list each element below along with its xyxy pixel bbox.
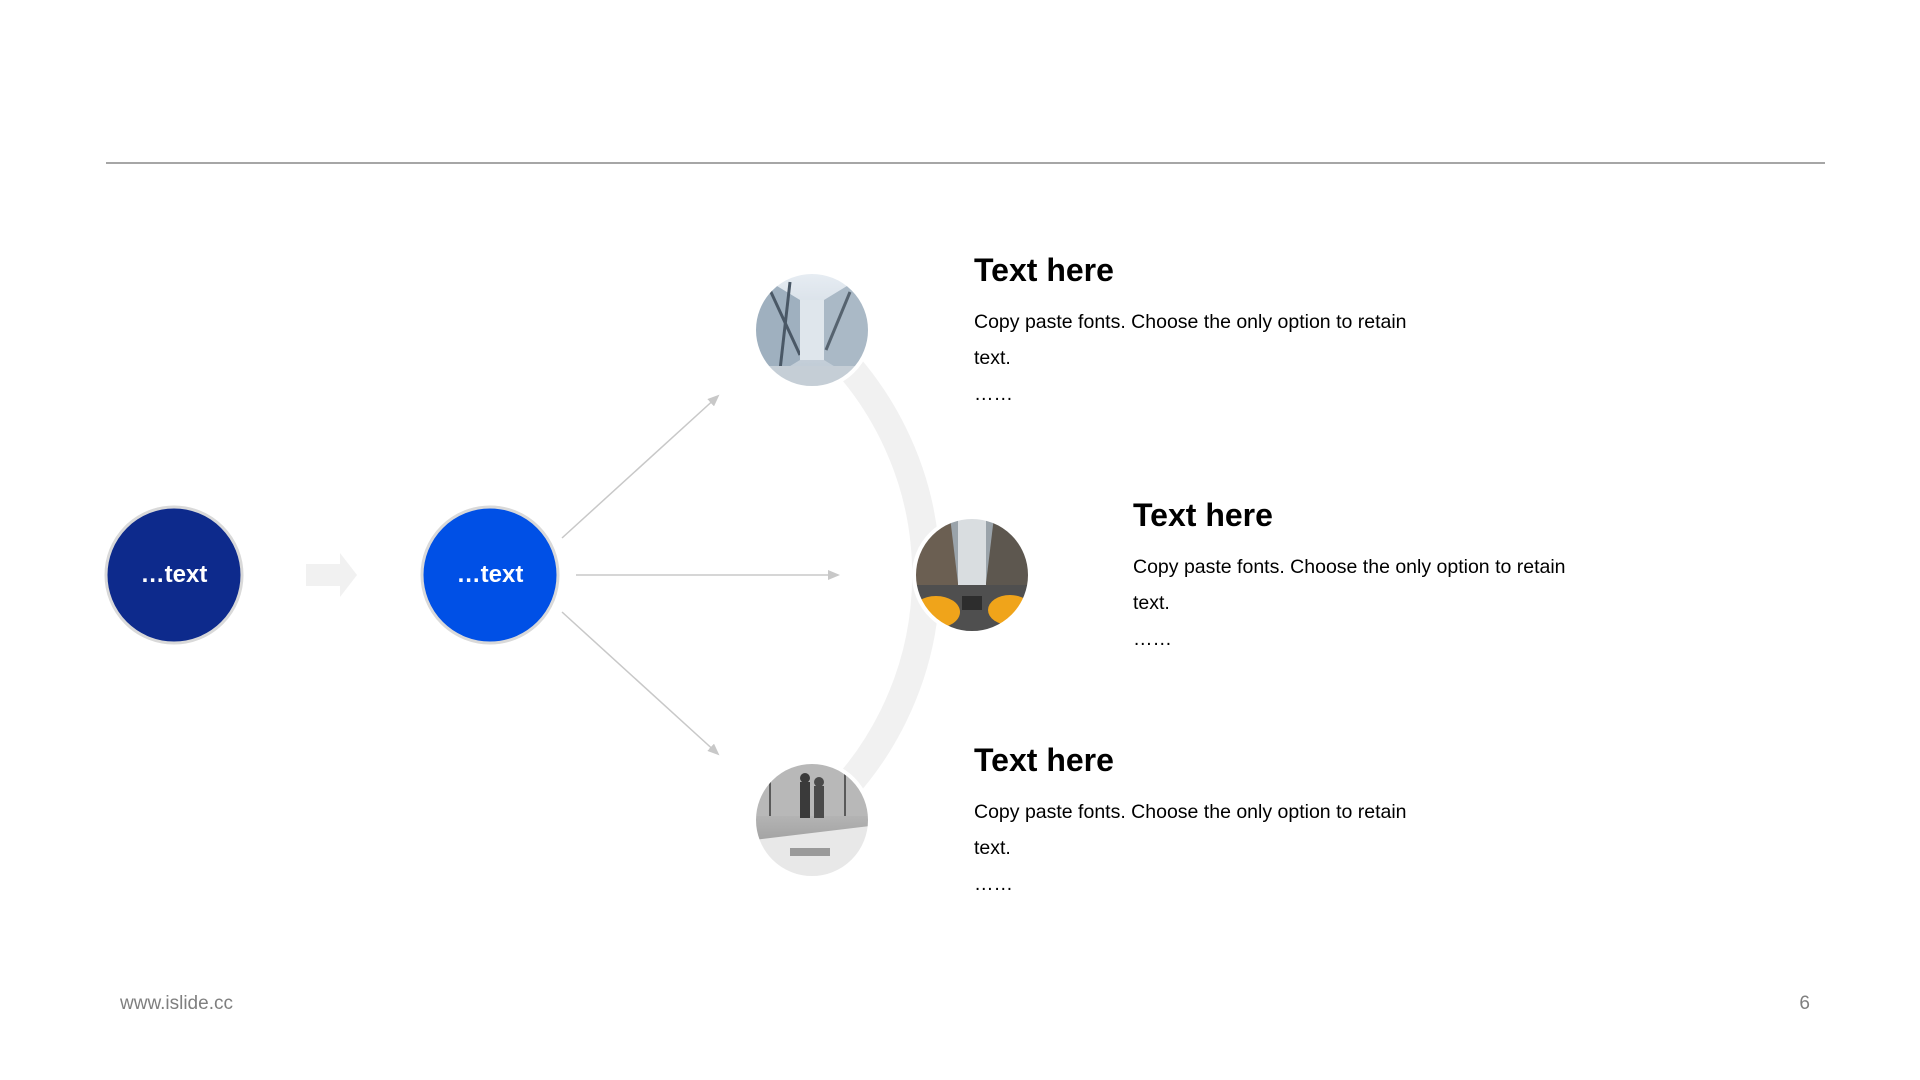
connector-arrow-down: [561, 611, 720, 756]
footer-url[interactable]: www.islide.cc: [120, 993, 233, 1014]
item-body: Copy paste fonts. Choose the only option…: [974, 801, 1407, 859]
item-body: Copy paste fonts. Choose the only option…: [1133, 556, 1566, 614]
item-block-bottom: Text here Copy paste fonts. Choose the o…: [974, 740, 1434, 902]
top-divider: [106, 162, 1825, 164]
start-node-circle: [104, 505, 244, 645]
page-number: 6: [1799, 993, 1810, 1014]
item-block-middle: Text here Copy paste fonts. Choose the o…: [1133, 495, 1593, 657]
branch-node-circle: [420, 505, 560, 645]
item-title: Text here: [974, 252, 1114, 288]
item-block-top: Text here Copy paste fonts. Choose the o…: [974, 250, 1434, 412]
item-title: Text here: [974, 742, 1114, 778]
item-ellipsis: ……: [974, 873, 1013, 895]
city-street-taxis-photo: [914, 517, 1030, 633]
connector-arrow-up: [561, 394, 720, 539]
item-title: Text here: [1133, 497, 1273, 533]
item-ellipsis: ……: [1133, 628, 1172, 650]
branch-node-label: …text: [456, 561, 524, 588]
block-arrow-icon: [306, 553, 357, 597]
item-body: Copy paste fonts. Choose the only option…: [974, 311, 1407, 369]
item-ellipsis: ……: [974, 383, 1013, 405]
start-node-label: …text: [140, 561, 208, 588]
